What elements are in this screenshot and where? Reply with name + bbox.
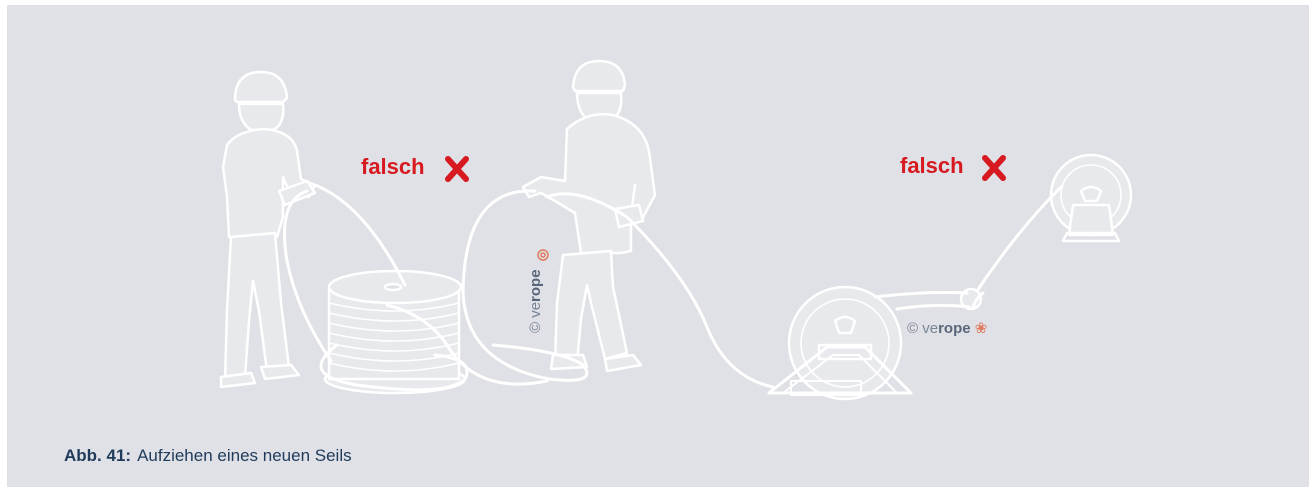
- figure-caption: Abb. 41: Aufziehen eines neuen Seils: [64, 446, 352, 466]
- watermark-vertical: © verope: [527, 269, 544, 333]
- cross-mark-icon: [448, 159, 466, 179]
- verope-logo-icon: [538, 250, 548, 260]
- watermark-horizontal: © verope ❀: [907, 319, 987, 337]
- cross-mark-icon: [985, 158, 1003, 178]
- worker-left-figure: [221, 72, 315, 387]
- caption-text: Aufziehen eines neuen Seils: [137, 446, 352, 465]
- watermark-prefix: © ve: [527, 302, 544, 333]
- storage-reel-machine: [769, 287, 911, 399]
- illustration: [7, 5, 1309, 487]
- verope-logo-icon: ❀: [975, 320, 988, 337]
- caption-number: Abb. 41:: [64, 446, 131, 465]
- wrong-label-left: falsch: [361, 154, 425, 180]
- watermark-prefix: © ve: [907, 320, 938, 337]
- watermark-brand: rope: [938, 320, 971, 337]
- rope-coil-left: [325, 271, 465, 393]
- watermark-brand: rope: [527, 269, 544, 302]
- wrong-label-right: falsch: [900, 153, 964, 179]
- winch-drum-right: [1051, 155, 1131, 241]
- figure-panel: falsch falsch © verope © verope ❀ Abb. 4…: [7, 5, 1309, 487]
